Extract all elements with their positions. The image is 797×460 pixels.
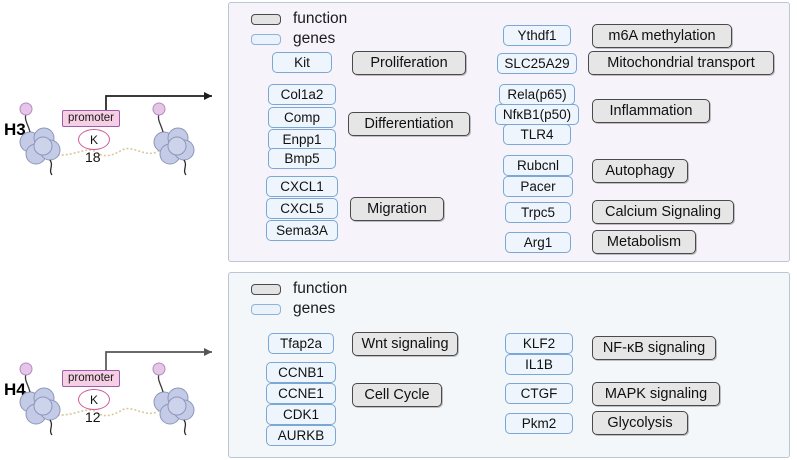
gene-box: Trpc5 bbox=[505, 202, 571, 223]
gene-box: CDK1 bbox=[266, 404, 336, 425]
gene-box: Kit bbox=[272, 52, 332, 73]
legend-label-genes: genes bbox=[293, 300, 336, 317]
function-box: Mitochondrial transport bbox=[588, 51, 774, 75]
gene-box: CXCL1 bbox=[266, 176, 338, 197]
function-box: Cell Cycle bbox=[352, 383, 442, 407]
genes-swatch-icon bbox=[251, 33, 281, 45]
function-box: m6A methylation bbox=[592, 24, 732, 48]
histone-label-h4: H4 bbox=[4, 380, 26, 399]
gene-box: CCNE1 bbox=[266, 383, 336, 404]
legend-h3: function genes bbox=[251, 9, 347, 49]
histone-label-h3: H3 bbox=[4, 120, 26, 139]
function-box: NF-κB signaling bbox=[592, 336, 716, 360]
lysine-residue-h4: K bbox=[78, 389, 110, 410]
residue-number-h3: 18 bbox=[85, 149, 101, 165]
function-box: Inflammation bbox=[592, 99, 710, 123]
chromatin-diagram-h4: H4 promoter K 12 bbox=[0, 338, 228, 448]
gene-box: CTGF bbox=[505, 383, 573, 404]
legend-label-function: function bbox=[293, 280, 348, 297]
gene-box: Tfap2a bbox=[268, 333, 334, 354]
legend-row-function: function bbox=[251, 279, 347, 299]
legend-label-function: function bbox=[293, 10, 348, 27]
residue-number-h4: 12 bbox=[85, 409, 101, 425]
gene-box: Col1a2 bbox=[268, 84, 336, 105]
promoter-label-h3: promoter bbox=[62, 110, 121, 127]
gene-box: IL1B bbox=[505, 354, 573, 375]
gene-box: AURKB bbox=[266, 425, 336, 446]
gene-box: KLF2 bbox=[505, 333, 573, 354]
nucleosome-graphic-h3 bbox=[19, 102, 195, 176]
gene-box: Rela(p65) bbox=[499, 84, 575, 105]
gene-box: Pacer bbox=[503, 176, 573, 197]
gene-box: Arg1 bbox=[505, 232, 571, 253]
gene-box: Enpp1 bbox=[268, 129, 336, 150]
gene-box: Rubcnl bbox=[503, 155, 573, 176]
genes-swatch-icon bbox=[251, 303, 281, 315]
function-box: Metabolism bbox=[592, 230, 696, 254]
lysine-residue-h3: K bbox=[78, 129, 110, 150]
promoter-label-h4: promoter bbox=[62, 370, 121, 387]
function-box: Migration bbox=[350, 197, 444, 221]
legend-row-function: function bbox=[251, 9, 347, 29]
chromatin-diagram-h3: H3 promoter K 18 bbox=[0, 78, 228, 188]
arrow-to-panel-h3 bbox=[105, 92, 212, 122]
gene-box: CXCL5 bbox=[266, 198, 338, 219]
function-box: Calcium Signaling bbox=[592, 200, 734, 224]
legend-row-genes: genes bbox=[251, 299, 347, 319]
nucleosome-graphic-h4 bbox=[19, 362, 195, 436]
legend-label-genes: genes bbox=[293, 30, 336, 47]
legend-h4: function genes bbox=[251, 279, 347, 319]
gene-box: SLC25A29 bbox=[497, 53, 577, 74]
gene-box: Pkm2 bbox=[505, 413, 573, 434]
gene-box: Sema3A bbox=[266, 220, 338, 241]
function-box: MAPK signaling bbox=[592, 382, 720, 406]
function-box: Proliferation bbox=[352, 51, 466, 75]
gene-box: NfκB1(p50) bbox=[495, 104, 579, 125]
gene-box: Bmp5 bbox=[268, 148, 336, 169]
function-box: Autophagy bbox=[592, 159, 688, 183]
gene-box: TLR4 bbox=[503, 124, 571, 145]
function-box: Wnt signaling bbox=[352, 332, 458, 356]
function-swatch-icon bbox=[251, 13, 281, 25]
arrow-to-panel-h4 bbox=[105, 348, 212, 382]
function-box: Glycolysis bbox=[592, 411, 688, 435]
function-swatch-icon bbox=[251, 283, 281, 295]
gene-box: Ythdf1 bbox=[503, 25, 571, 46]
gene-box: Comp bbox=[268, 107, 336, 128]
gene-box: CCNB1 bbox=[266, 362, 336, 383]
function-box: Differentiation bbox=[348, 112, 470, 136]
legend-row-genes: genes bbox=[251, 29, 347, 49]
